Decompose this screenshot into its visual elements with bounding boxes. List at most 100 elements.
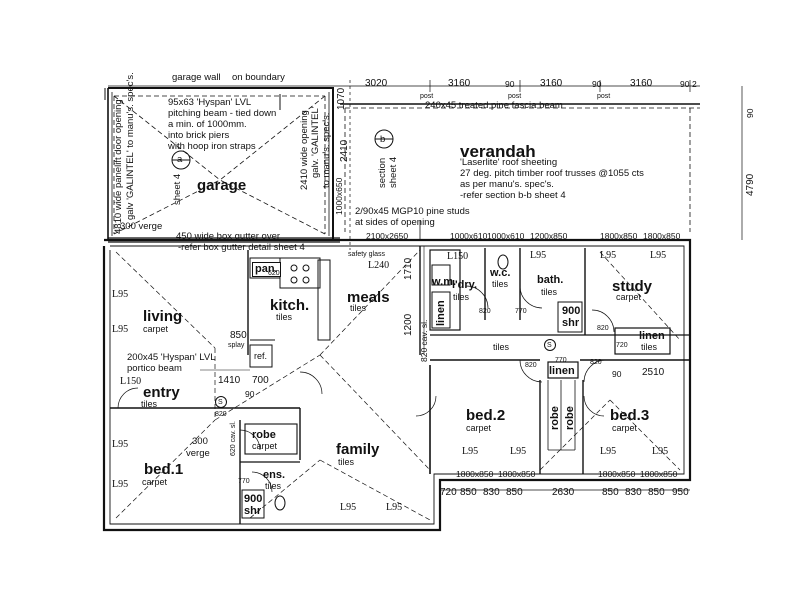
room-bed1: bed.1 bbox=[144, 461, 184, 478]
living-floor: carpet bbox=[143, 324, 169, 334]
kitchen-floor: tiles bbox=[276, 312, 293, 322]
window-1800x850-a: 1800x850 bbox=[600, 231, 638, 241]
room-living: living bbox=[143, 308, 183, 325]
dim-verandah-2410: 2410 bbox=[339, 139, 350, 162]
linen-study-floor: tiles bbox=[641, 342, 658, 352]
beam-note-3: a min. of 1000mm. bbox=[168, 119, 247, 130]
galvintel-note-1: galv 'GALINTEL' to manu's. spec's. bbox=[125, 72, 136, 220]
dim-top-8: 2 bbox=[692, 79, 697, 89]
dim-bottom-8: 850 bbox=[648, 487, 665, 498]
portico-note-1: 200x45 'Hyspan' LVL bbox=[127, 352, 216, 363]
hall-floor: tiles bbox=[493, 342, 510, 352]
dim-top-1: 3020 bbox=[365, 78, 388, 89]
garage-wall-note: garage wall bbox=[172, 72, 221, 83]
box-gutter-note-2: -refer box gutter detail sheet 4 bbox=[178, 242, 305, 253]
window-2100x2650: 2100x2650 bbox=[366, 231, 409, 241]
dim-top-4: 3160 bbox=[540, 78, 563, 89]
washing-machine: w.m. bbox=[432, 276, 457, 288]
level-l95-family-2: L95 bbox=[386, 502, 403, 513]
level-l150-laundry: L150 bbox=[447, 251, 469, 262]
room-ensuite: ens. bbox=[263, 469, 286, 481]
smoke-detector-hall: S bbox=[547, 342, 552, 349]
window-1000x610-a: 1000x610 bbox=[450, 231, 488, 241]
beam-note-5: with hoop iron straps bbox=[168, 141, 256, 152]
studs-note-2: at sides of opening bbox=[355, 217, 435, 228]
portico-note-2: portico beam bbox=[127, 363, 182, 374]
entry-floor: tiles bbox=[141, 399, 158, 409]
post-label-3: post bbox=[597, 93, 611, 100]
room-bed2: bed.2 bbox=[466, 407, 506, 424]
level-l95-bath: L95 bbox=[530, 250, 547, 261]
dim-top-6: 3160 bbox=[630, 78, 653, 89]
dim-top-3: 90 bbox=[505, 79, 515, 89]
dim-right-90: 90 bbox=[745, 108, 755, 118]
room-study: study bbox=[612, 278, 653, 295]
dim-850-kitchen: 850 bbox=[230, 330, 247, 341]
beam-note-2: pitching beam - tied down bbox=[168, 108, 277, 119]
dim-bottom-5: 2630 bbox=[552, 487, 575, 498]
dim-820-bed2: 820 bbox=[525, 362, 537, 369]
shower-bath-size: 900 bbox=[562, 305, 581, 317]
room-bath: bath. bbox=[537, 274, 564, 286]
family-floor: tiles bbox=[338, 457, 355, 467]
dim-820-bed3: 820 bbox=[590, 359, 602, 366]
level-l95-study-1: L95 bbox=[600, 250, 617, 261]
wc-floor: tiles bbox=[492, 279, 509, 289]
section-marker-b: b bbox=[380, 134, 386, 145]
window-1000x610-b: 1000x610 bbox=[487, 231, 525, 241]
window-1000x650: 1000x650 bbox=[334, 177, 344, 215]
dim-top-7: 90 bbox=[680, 79, 690, 89]
window-1800x850-c: 1800x850 bbox=[456, 469, 494, 479]
level-l95-living-2: L95 bbox=[112, 324, 129, 335]
dim-770-ensuite: 770 bbox=[238, 478, 250, 485]
beam-note-4: into brick piers bbox=[168, 130, 230, 141]
dim-bottom-7: 830 bbox=[625, 487, 642, 498]
room-entry: entry bbox=[143, 384, 180, 401]
room-robe: robe bbox=[252, 429, 276, 441]
level-l95-family-1: L95 bbox=[340, 502, 357, 513]
post-label-2: post bbox=[508, 93, 522, 100]
level-l240: L240 bbox=[368, 260, 390, 271]
meals-floor: tiles bbox=[350, 303, 367, 313]
sheet4-label-b: sheet 4 bbox=[388, 156, 399, 188]
dim-1710: 1710 bbox=[403, 257, 414, 280]
level-l95-bed1-1: L95 bbox=[112, 439, 129, 450]
dim-right-1070: 1070 bbox=[336, 87, 347, 110]
beam-note-1: 95x63 'Hyspan' LVL bbox=[168, 97, 252, 108]
dim-770-linen: 770 bbox=[555, 357, 567, 364]
manu-spec-note: to manu's. spec's. bbox=[321, 112, 332, 188]
bed2-floor: carpet bbox=[466, 423, 492, 433]
room-linen-study: linen bbox=[639, 330, 665, 342]
room-refrigerator: ref. bbox=[254, 351, 268, 361]
dim-820-study: 820 bbox=[597, 325, 609, 332]
dim-top-5: 90 bbox=[592, 79, 602, 89]
dim-720-linen: 720 bbox=[616, 342, 628, 349]
dim-bottom-2: 850 bbox=[460, 487, 477, 498]
study-floor: carpet bbox=[616, 292, 642, 302]
bed1-floor: carpet bbox=[142, 477, 168, 487]
dim-bottom-9: 950 bbox=[672, 487, 689, 498]
room-family: family bbox=[336, 441, 380, 458]
window-1800x850-f: 1800x850 bbox=[640, 469, 678, 479]
laundry-floor: tiles bbox=[453, 292, 470, 302]
verge-label-bed1: verge bbox=[186, 448, 210, 459]
panelift-note: 4810 wide panelift door opening bbox=[113, 99, 124, 234]
shower-bath-label: shr bbox=[562, 317, 580, 329]
dim-bottom-6: 850 bbox=[602, 487, 619, 498]
dim-90-entry: 90 bbox=[245, 389, 255, 399]
room-laundry: l'dry. bbox=[452, 279, 478, 291]
dim-2510: 2510 bbox=[642, 367, 665, 378]
galvintel-note-2: galv. 'GALINTEL' bbox=[310, 106, 321, 178]
window-1800x850-d: 1800x850 bbox=[498, 469, 536, 479]
level-l95-bed3-2: L95 bbox=[652, 446, 669, 457]
level-l95-bed3-1: L95 bbox=[600, 446, 617, 457]
roof-note-4: -refer section b-b sheet 4 bbox=[460, 190, 566, 201]
room-wc: w.c. bbox=[490, 267, 511, 279]
room-kitchen: kitch. bbox=[270, 297, 310, 314]
cav-820: 820 cav. sl. bbox=[419, 319, 429, 362]
splay-note: splay bbox=[228, 342, 245, 349]
sheet4-label-a: sheet 4 bbox=[172, 173, 183, 205]
dim-90-hall: 90 bbox=[612, 369, 622, 379]
